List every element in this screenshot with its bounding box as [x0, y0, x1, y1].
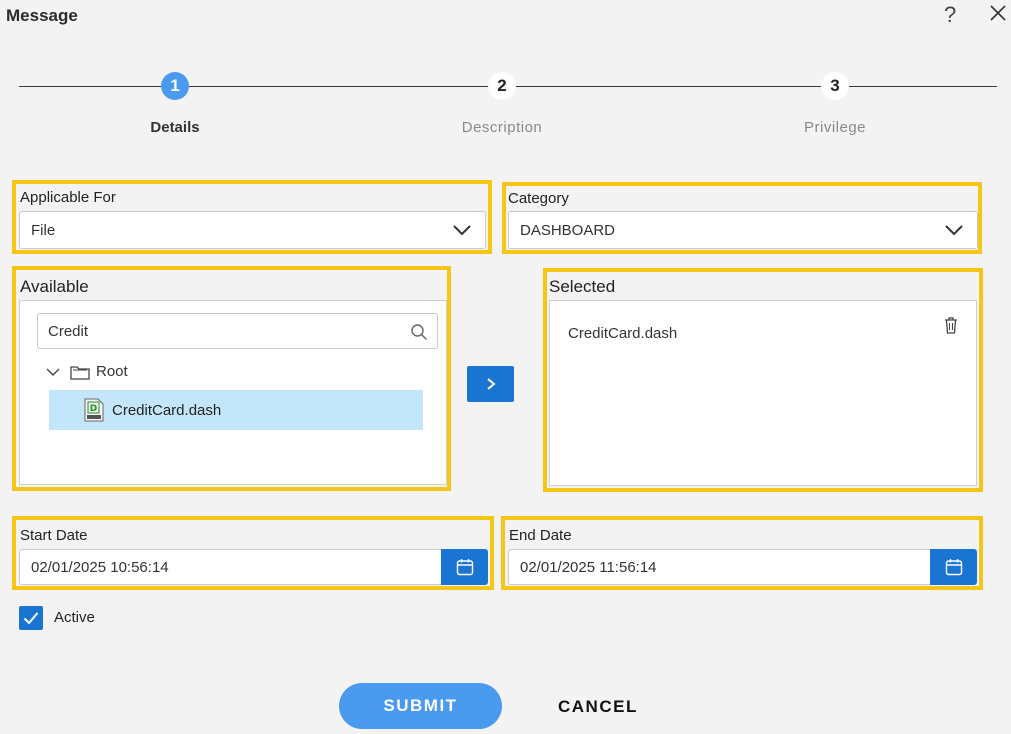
dash-file-icon: D [84, 398, 104, 422]
calendar-icon [456, 559, 473, 576]
selected-group: Selected CreditCard.dash [543, 268, 983, 492]
available-label: Available [20, 277, 89, 296]
close-icon[interactable] [987, 2, 1009, 24]
chevron-down-icon[interactable] [46, 367, 60, 377]
step-connector [19, 86, 161, 87]
tree-item-label: CreditCard.dash [112, 401, 222, 419]
end-date-input[interactable]: 02/01/2025 11:56:14 [508, 549, 931, 585]
cancel-button[interactable]: CANCEL [558, 697, 638, 716]
selected-panel: CreditCard.dash [549, 300, 977, 486]
end-date-label: End Date [509, 527, 572, 544]
start-date-label: Start Date [20, 527, 88, 544]
step-1-label: Details [150, 119, 200, 136]
step-connector [189, 86, 488, 87]
step-2-circle[interactable]: 2 [488, 72, 516, 100]
help-icon[interactable]: ? [944, 2, 957, 27]
end-date-group: End Date 02/01/2025 11:56:14 [501, 516, 983, 590]
chevron-down-icon [945, 225, 963, 236]
available-search-input[interactable]: Credit [37, 313, 438, 349]
available-group: Available Credit Root D CreditCard [12, 266, 451, 491]
end-date-value: 02/01/2025 11:56:14 [520, 558, 657, 576]
folder-icon [70, 365, 90, 380]
step-connector [516, 86, 821, 87]
step-2-label: Description [461, 119, 543, 136]
category-label: Category [508, 190, 569, 207]
tree-root-node[interactable]: Root [46, 363, 128, 380]
window-title: Message [6, 6, 78, 25]
move-right-button[interactable] [467, 366, 514, 402]
selected-label: Selected [549, 277, 616, 296]
chevron-down-icon [453, 225, 471, 236]
checkmark-icon [23, 612, 39, 625]
step-3-label: Privilege [803, 119, 867, 136]
applicable-for-label: Applicable For [20, 189, 116, 206]
start-date-input[interactable]: 02/01/2025 10:56:14 [19, 549, 442, 585]
end-date-calendar-button[interactable] [930, 549, 977, 585]
search-icon[interactable] [410, 323, 428, 341]
category-select[interactable]: DASHBOARD [508, 211, 978, 249]
calendar-icon [945, 559, 962, 576]
applicable-for-select[interactable]: File [19, 211, 486, 249]
start-date-calendar-button[interactable] [441, 549, 488, 585]
trash-icon[interactable] [944, 317, 958, 334]
step-3-circle[interactable]: 3 [821, 72, 849, 100]
step-connector [849, 86, 997, 87]
submit-button[interactable]: SUBMIT [339, 683, 502, 729]
category-group: Category DASHBOARD [502, 182, 982, 254]
chevron-right-icon [486, 378, 496, 390]
category-value: DASHBOARD [520, 221, 616, 239]
active-label: Active [54, 609, 95, 626]
selected-item-label[interactable]: CreditCard.dash [568, 325, 678, 342]
applicable-for-group: Applicable For File [12, 180, 492, 254]
tree-item[interactable]: D CreditCard.dash [49, 390, 423, 430]
available-panel: Credit Root D CreditCard.dash [19, 300, 447, 485]
step-1-circle[interactable]: 1 [161, 72, 189, 100]
applicable-for-value: File [31, 221, 56, 239]
start-date-value: 02/01/2025 10:56:14 [31, 558, 169, 576]
svg-text:D: D [90, 404, 97, 414]
start-date-group: Start Date 02/01/2025 10:56:14 [12, 516, 494, 590]
tree-root-label: Root [96, 363, 128, 380]
active-checkbox[interactable] [19, 606, 43, 630]
search-value: Credit [48, 322, 89, 340]
